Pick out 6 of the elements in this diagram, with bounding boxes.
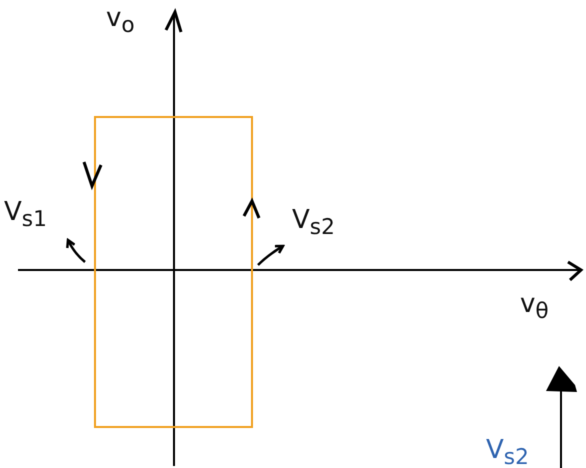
rectangular-loop [94,116,253,428]
quantity-label: V$_{s1}$ [4,198,47,234]
quantity-label: V$_{s2}$ [292,206,335,242]
axis-label: v$_{o}$ [106,4,135,40]
quantity-label: V$_{s2}$ [486,436,529,468]
axis-label: v$_{θ}$ [520,290,549,326]
